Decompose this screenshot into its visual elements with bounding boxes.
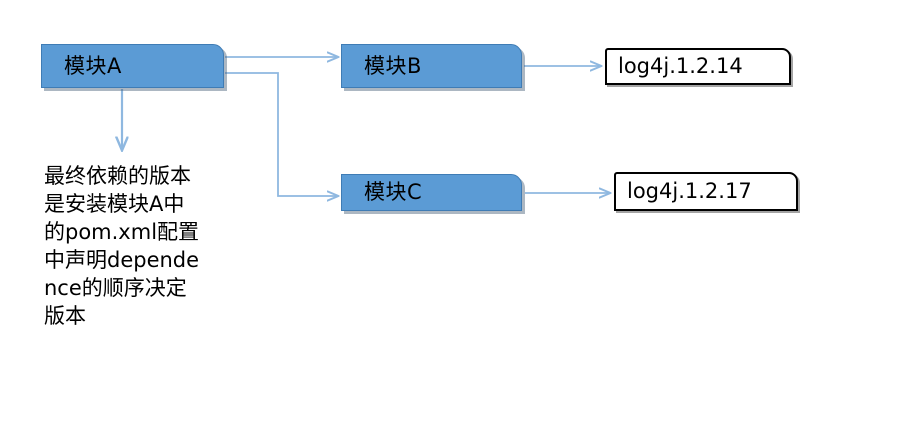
module-a-label: 模块A: [64, 53, 122, 78]
connector-a-to-c: [225, 72, 338, 196]
version-box-bottom[interactable]: log4j.1.2.17: [614, 172, 798, 211]
module-box-a[interactable]: 模块A: [41, 44, 224, 88]
module-c-label: 模块C: [364, 180, 423, 204]
note-text: 最终依赖的版本是安装模块A中的pom.xml配置中声明dependence的顺序…: [44, 164, 200, 328]
module-box-b[interactable]: 模块B: [341, 44, 522, 88]
module-box-c[interactable]: 模块C: [341, 174, 522, 211]
version-top-label: log4j.1.2.14: [618, 54, 743, 78]
version-box-top[interactable]: log4j.1.2.14: [605, 48, 791, 85]
version-bottom-label: log4j.1.2.17: [627, 179, 752, 203]
module-b-label: 模块B: [364, 53, 422, 78]
